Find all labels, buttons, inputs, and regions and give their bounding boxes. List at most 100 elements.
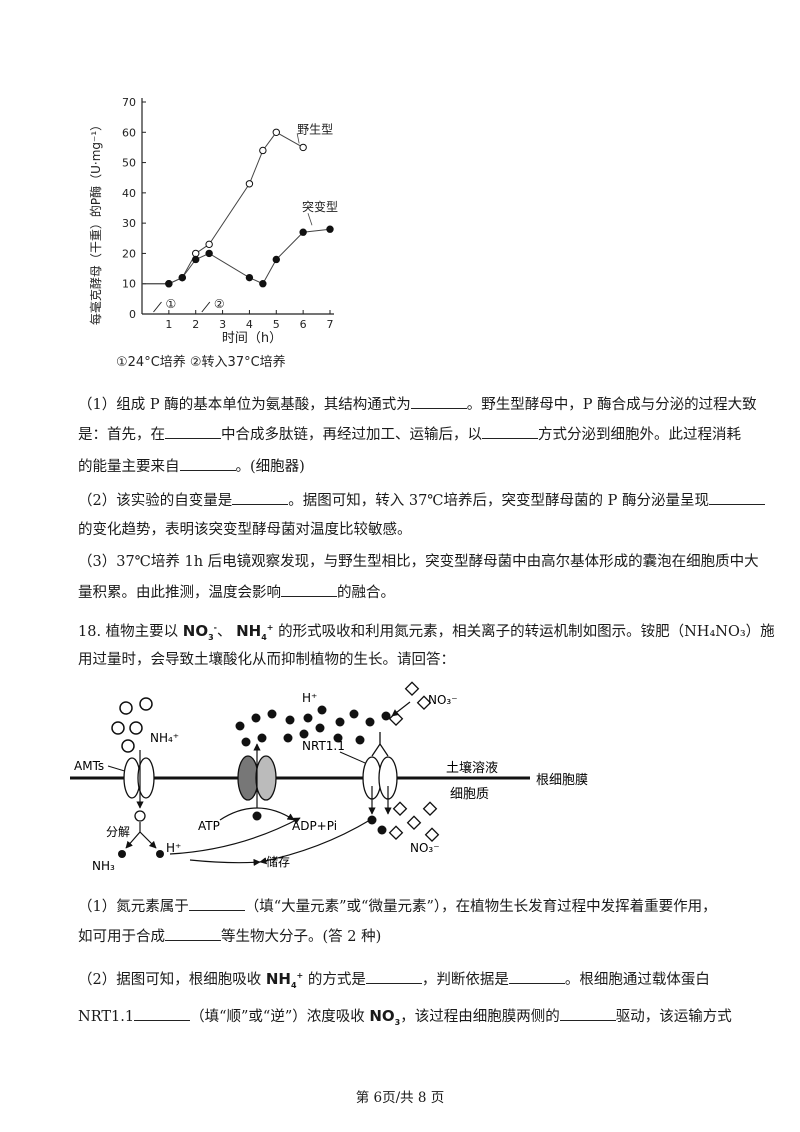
x-tick-label: 7 — [327, 318, 334, 331]
chart-ylabel: 每毫克酵母（干重）的P酶（U·mg⁻¹） — [88, 119, 103, 325]
series-leader — [296, 133, 300, 144]
answer-blank[interactable] — [365, 969, 422, 984]
text: NRT1.1 — [78, 1009, 135, 1025]
text: 。根细胞通过载体蛋白 — [564, 972, 710, 988]
hplus-top-label: H⁺ — [302, 691, 317, 705]
x-tick-label: 5 — [273, 318, 280, 331]
y-tick-label: 0 — [129, 308, 136, 321]
data-point — [272, 128, 280, 136]
store-label: 储存 — [266, 854, 290, 869]
x-tick-label: 2 — [192, 318, 199, 331]
proton-pump — [237, 755, 277, 801]
text: 。据图可知，转入 37℃培养后，突变型酵母菌的 P 酶分泌量呈现 — [288, 493, 709, 509]
q17-part3-line2: 量积累。由此推测，温度会影响 的融合。 — [78, 582, 738, 603]
y-tick-label: 20 — [122, 247, 136, 260]
membrane-label: 根细胞膜 — [536, 773, 588, 788]
amts-channel — [123, 757, 155, 799]
q17-part1-line1: （1）组成 P 酶的基本单位为氨基酸，其结构通式为 。野生型酵母中，P 酶合成与分… — [78, 394, 757, 415]
y-tick-label: 30 — [122, 217, 136, 230]
text: 的融合。 — [337, 585, 395, 601]
phase-marker-label: ② — [214, 297, 225, 311]
data-point — [272, 255, 280, 264]
nh4-label: NH₄⁺ — [150, 731, 179, 745]
text: 。野生型酵母中，P 酶合成与分泌的过程大致 — [466, 397, 757, 413]
q17-part2-line2: 的变化趋势，表明该突变型酵母菌对温度比较敏感。 — [78, 520, 738, 540]
answer-blank[interactable] — [188, 896, 245, 911]
hplus-bottom-label: H⁺ — [166, 841, 181, 855]
text: 的形式吸收和利用氮元素，相关离子的转运机制如图示。铵肥（NH₄NO₃）施 — [278, 624, 775, 640]
data-point — [165, 280, 173, 288]
data-point — [245, 273, 254, 282]
page-footer: 第 6页/共 8 页 — [355, 1090, 445, 1106]
q18-part2-line2: NRT1.1（填“顺”或“逆”）浓度吸收 NO3，该过程由细胞膜两侧的驱动，该运… — [78, 1006, 738, 1033]
cytoplasm-label: 细胞质 — [450, 787, 489, 802]
answer-blank[interactable] — [165, 424, 221, 439]
text: 是：首先，在 — [78, 427, 165, 443]
answer-blank[interactable] — [134, 1006, 191, 1021]
data-point — [299, 143, 307, 152]
x-tick-label: 6 — [300, 318, 307, 331]
q18-part2-line1: （2）据图可知，根细胞吸收 NH4+ 的方式是 ，判断依据是 。根细胞通过载体蛋白 — [78, 966, 738, 996]
series-leader — [307, 213, 313, 226]
answer-blank[interactable] — [508, 969, 565, 984]
y-tick-label: 50 — [122, 157, 136, 170]
q18-intro-line1: 18. 植物主要以 NO3-、 NH4+ 的形式吸收和利用氮元素，相关离子的转运… — [78, 618, 775, 648]
series-line-1 — [142, 228, 331, 285]
ion-transport-diagram: NH₄⁺ AMTs 分解 NH₃ H⁺ H⁺ ATP ADP+Pi 储存 NRT… — [70, 681, 588, 873]
nrt-transporter — [362, 756, 398, 800]
no3-top-label: NO₃⁻ — [428, 693, 458, 707]
data-point — [205, 249, 213, 258]
series-label: 野生型 — [297, 122, 333, 136]
text: （2）据图可知，根细胞吸收 — [78, 972, 262, 988]
chart-xlabel: 时间（h） — [222, 331, 282, 346]
amts-label: AMTs — [74, 759, 104, 773]
text: 的方式是 — [307, 972, 366, 988]
chart-caption: ①24°C培养 ②转入37°C培养 — [116, 354, 286, 370]
answer-blank[interactable] — [281, 582, 337, 597]
q18-part1-line1: （1）氮元素属于 （填“大量元素”或“微量元素”），在植物生长发育过程中发挥着重要… — [78, 896, 738, 917]
answer-blank[interactable] — [709, 490, 765, 505]
no3-ion: NO3 — [369, 1007, 401, 1027]
text: 量积累。由此推测，温度会影响 — [78, 585, 281, 601]
y-tick-label: 10 — [122, 278, 136, 291]
x-tick-label: 4 — [246, 318, 253, 331]
text: ，该过程由细胞膜两侧的 — [400, 1009, 560, 1025]
q17-part3-line1: （3）37℃培养 1h 后电镜观察发现，与野生型相比，突变型酵母菌中由高尔基体形… — [78, 552, 759, 572]
atp-label: ATP — [198, 819, 220, 833]
answer-blank[interactable] — [179, 456, 236, 471]
no3-bottom-label: NO₃⁻ — [410, 841, 440, 855]
text: 的能量主要来自 — [78, 459, 180, 475]
series-label: 突变型 — [302, 199, 338, 214]
text: 中合成多肽链，再经过加工、运输后，以 — [221, 427, 482, 443]
answer-blank[interactable] — [232, 490, 289, 505]
nrt-label: NRT1.1 — [302, 739, 345, 753]
text: ，判断依据是 — [421, 972, 509, 988]
x-tick-label: 1 — [165, 318, 172, 331]
answer-blank[interactable] — [165, 926, 221, 941]
text: 18. 植物主要以 — [78, 624, 179, 640]
nh4-particles — [111, 697, 153, 753]
answer-blank[interactable] — [482, 424, 538, 439]
phase-marker-line — [201, 301, 211, 313]
decompose-label: 分解 — [106, 825, 130, 839]
no3-particles-bottom — [388, 801, 440, 842]
text: （填“大量元素”或“微量元素”），在植物生长发育过程中发挥着重要作用， — [244, 899, 717, 915]
text: （填“顺”或“逆”）浓度吸收 — [190, 1009, 365, 1025]
h-plus-particles — [235, 705, 391, 747]
q17-part1-line3: 的能量主要来自。(细胞器) — [78, 456, 738, 477]
adp-label: ADP+Pi — [292, 819, 337, 833]
data-point — [192, 255, 200, 264]
data-point — [259, 146, 267, 155]
data-point — [259, 280, 267, 288]
text: 、 — [217, 624, 232, 640]
q17-part2-line1: （2）该实验的自变量是。据图可知，转入 37℃培养后，突变型酵母菌的 P 酶分泌… — [78, 490, 765, 511]
answer-blank[interactable] — [410, 394, 467, 409]
nh4-ion: NH4+ — [265, 970, 304, 990]
text: （1）氮元素属于 — [78, 899, 189, 915]
text: （1）组成 P 酶的基本单位为氨基酸，其结构通式为 — [78, 397, 411, 413]
y-tick-label: 60 — [122, 126, 136, 139]
text: 的变化趋势，表明该突变型酵母菌对温度比较敏感。 — [78, 522, 412, 538]
answer-blank[interactable] — [559, 1006, 616, 1021]
data-point — [178, 273, 186, 282]
